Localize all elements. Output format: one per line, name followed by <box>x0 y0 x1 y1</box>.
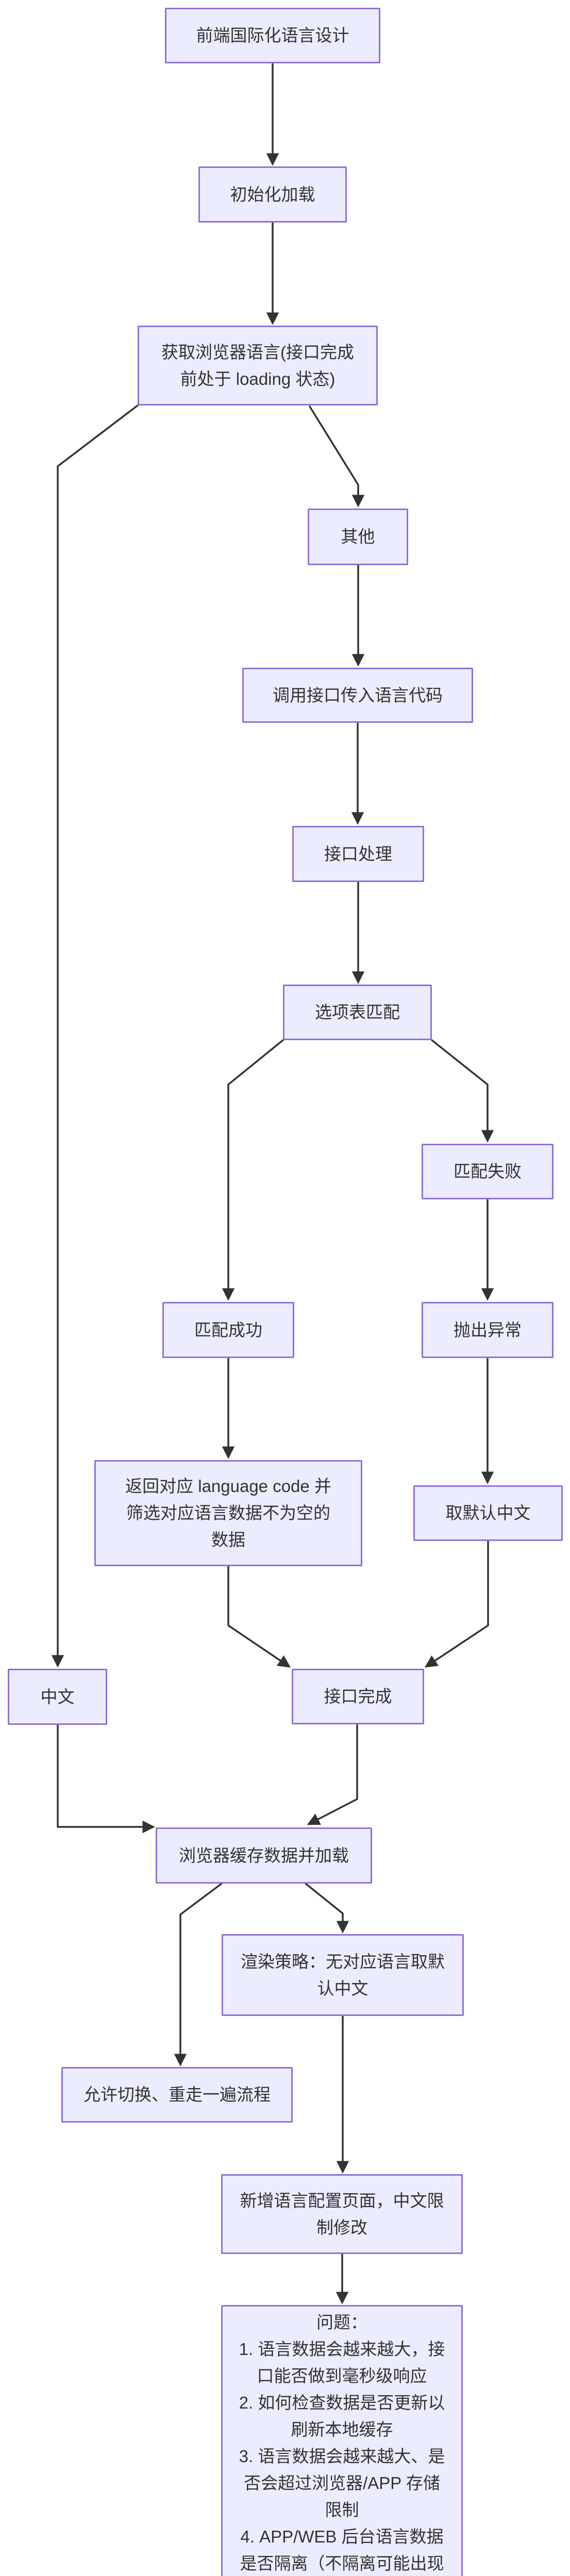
flow-node-option-match-label: 选项表匹配 <box>315 1003 400 1022</box>
flow-node-api-done-label: 接口完成 <box>324 1687 392 1706</box>
flow-node-other-label: 其他 <box>341 527 375 546</box>
flow-node-throw-exception-label: 抛出异常 <box>454 1320 522 1340</box>
flow-node-match-fail: 匹配失败 <box>422 1144 554 1199</box>
edge-cache-renderstrategy <box>305 1883 349 1934</box>
flow-node-call-api-label: 调用接口传入语言代码 <box>273 685 443 705</box>
flow-node-match-fail-label: 匹配失败 <box>454 1162 522 1181</box>
flow-node-chinese-label: 中文 <box>40 1687 75 1706</box>
flow-node-throw-exception: 抛出异常 <box>422 1302 554 1358</box>
flow-node-allow-switch: 允许切换、重走一遍流程 <box>61 2067 293 2123</box>
edge-chinese-cache <box>57 1724 155 1834</box>
edge-default-apidone <box>424 1540 489 1668</box>
edge-optionmatch-fail <box>431 1039 494 1143</box>
flow-node-return-code-label: 返回对应 language code 并 筛选对应语言数据不为空的 数据 <box>125 1477 331 1549</box>
flow-node-start-label: 前端国际化语言设计 <box>196 26 349 45</box>
flow-node-start: 前端国际化语言设计 <box>165 8 380 63</box>
flow-node-api-process: 接口处理 <box>292 826 424 882</box>
flow-node-render-strategy-label: 渲染策略：无对应语言取默 认中文 <box>241 1952 445 1998</box>
flow-node-questions: 问题： 1. 语言数据会越来越大，接 口能否做到毫秒级响应 2. 如何检查数据是… <box>221 2305 463 2576</box>
flow-node-new-lang-page: 新增语言配置页面，中文限 制修改 <box>221 2174 463 2254</box>
flow-node-option-match: 选项表匹配 <box>283 985 432 1040</box>
flow-node-match-success-label: 匹配成功 <box>194 1320 262 1340</box>
flow-node-api-done: 接口完成 <box>292 1669 424 1724</box>
flow-node-get-browser-lang-label: 获取浏览器语言(接口完成 前处于 loading 状态) <box>161 342 354 388</box>
flow-node-new-lang-page-label: 新增语言配置页面，中文限 制修改 <box>240 2191 444 2237</box>
flow-node-api-process-label: 接口处理 <box>324 844 392 863</box>
flow-node-other: 其他 <box>308 509 408 565</box>
flow-node-init-load: 初始化加载 <box>198 166 347 223</box>
flow-node-init-load-label: 初始化加载 <box>230 184 315 204</box>
edge-getlang-other <box>309 405 365 507</box>
flow-node-render-strategy: 渲染策略：无对应语言取默 认中文 <box>222 1934 464 2016</box>
flow-node-call-api: 调用接口传入语言代码 <box>242 668 473 723</box>
edge-returncode-apidone <box>227 1565 291 1668</box>
edge-optionmatch-success <box>222 1039 284 1301</box>
flow-node-browser-cache: 浏览器缓存数据并加载 <box>156 1827 372 1884</box>
flow-node-return-code: 返回对应 language code 并 筛选对应语言数据不为空的 数据 <box>94 1460 362 1566</box>
flow-node-default-chinese: 取默认中文 <box>413 1485 563 1541</box>
edge-cache-allowswitch <box>174 1883 223 2066</box>
flow-node-get-browser-lang: 获取浏览器语言(接口完成 前处于 loading 状态) <box>138 326 378 405</box>
flow-node-default-chinese-label: 取默认中文 <box>445 1503 531 1522</box>
flow-node-match-success: 匹配成功 <box>162 1302 294 1358</box>
flow-node-browser-cache-label: 浏览器缓存数据并加载 <box>179 1845 349 1865</box>
edge-apidone-cache <box>307 1723 358 1825</box>
flow-node-questions-label: 问题： 1. 语言数据会越来越大，接 口能否做到毫秒级响应 2. 如何检查数据是… <box>239 2313 445 2573</box>
flow-node-allow-switch-label: 允许切换、重走一遍流程 <box>83 2085 271 2104</box>
flow-node-chinese: 中文 <box>8 1669 107 1725</box>
